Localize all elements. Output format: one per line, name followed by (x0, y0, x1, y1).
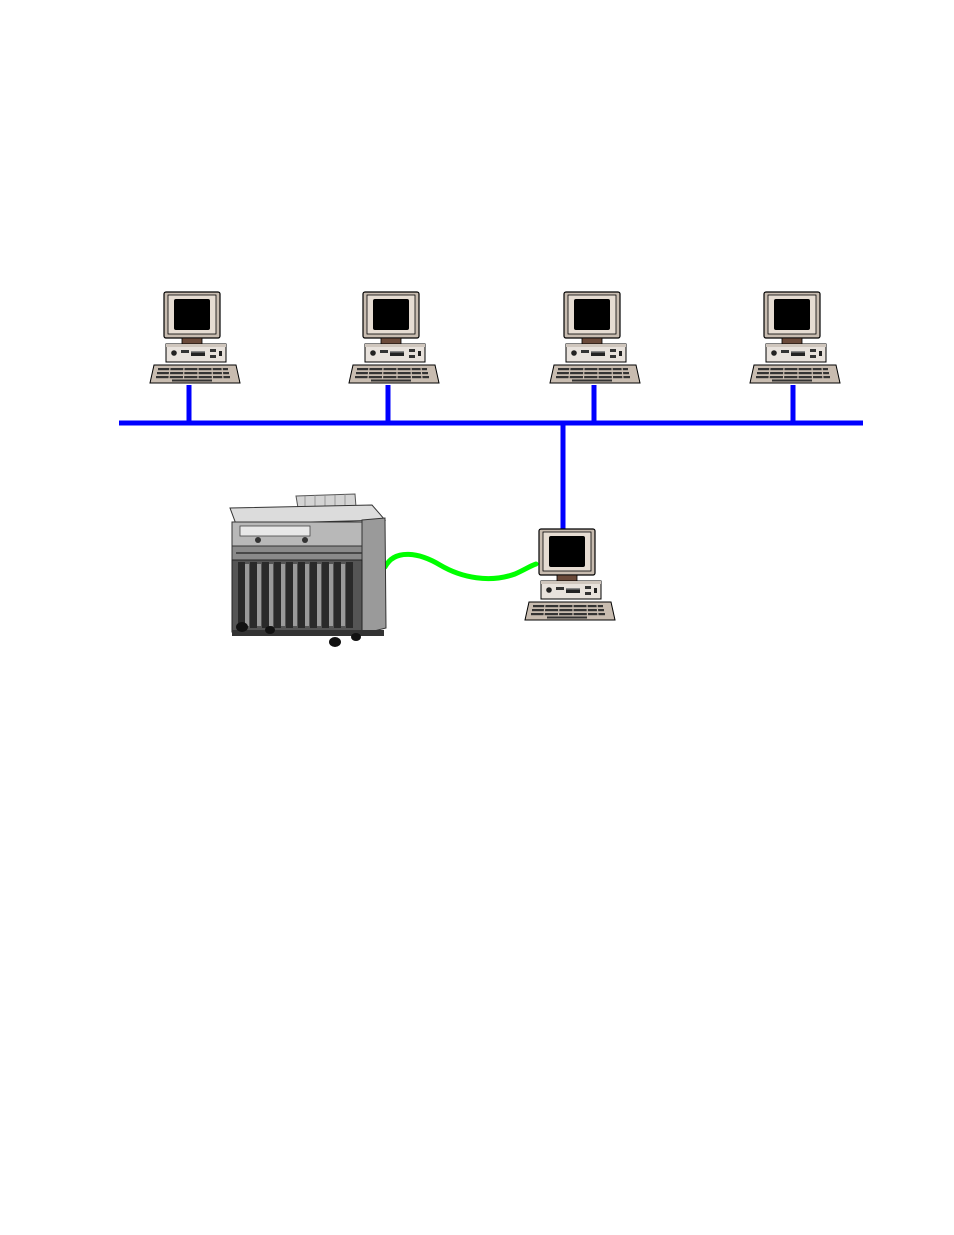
workstation-3-icon (550, 292, 640, 383)
wide-format-printer-icon (230, 494, 386, 647)
workstation-2-icon (349, 292, 439, 383)
serial-link-cable (385, 554, 536, 578)
print-server-icon (525, 529, 615, 620)
workstation-4-icon (750, 292, 840, 383)
workstation-1-icon (150, 292, 240, 383)
